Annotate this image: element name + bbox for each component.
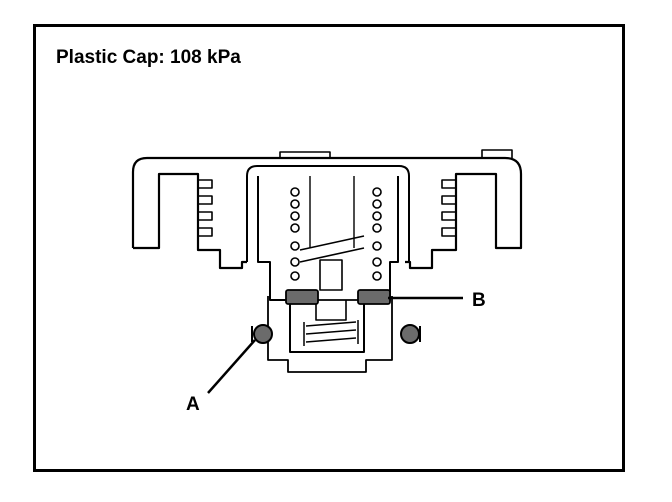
lower-spring: [303, 320, 359, 346]
figure-frame: Plastic Cap: 108 kPa: [33, 24, 625, 472]
leader-a: [207, 339, 256, 394]
cap-outer-shell: [131, 149, 523, 270]
figure-title: Plastic Cap: 108 kPa: [56, 47, 241, 68]
o-ring-a: [251, 324, 421, 344]
cap-inner-body: [246, 165, 410, 373]
callout-b: B: [472, 290, 486, 311]
leader-lines: [207, 296, 463, 394]
seal-b: [285, 289, 391, 305]
callout-a: A: [186, 394, 200, 415]
upper-spring: [290, 187, 382, 281]
